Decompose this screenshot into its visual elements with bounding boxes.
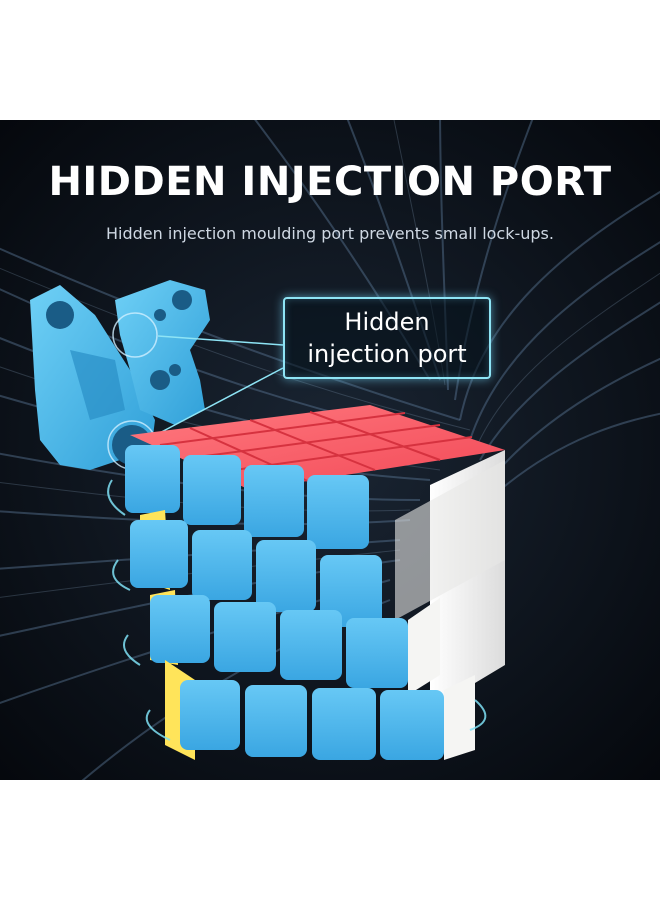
- cube-layer-1: [125, 445, 369, 549]
- product-illustration: [0, 120, 660, 780]
- cube-layer-3: [150, 590, 440, 695]
- cube-layer-2: [130, 510, 382, 627]
- cube-layer-4: [165, 660, 475, 760]
- headline: HIDDEN INJECTION PORT: [48, 159, 612, 205]
- subheadline: Hidden injection moulding port prevents …: [106, 224, 554, 243]
- cube-internal-piece: [30, 280, 210, 470]
- callout-line-1: Hidden: [344, 308, 430, 336]
- product-image-panel: HIDDEN INJECTION PORT Hidden injection m…: [0, 120, 660, 780]
- speed-cube: [107, 405, 505, 760]
- callout-line-2: injection port: [307, 340, 467, 368]
- callout-box: Hidden injection port: [283, 297, 491, 379]
- callout-connector-lines: [149, 335, 284, 439]
